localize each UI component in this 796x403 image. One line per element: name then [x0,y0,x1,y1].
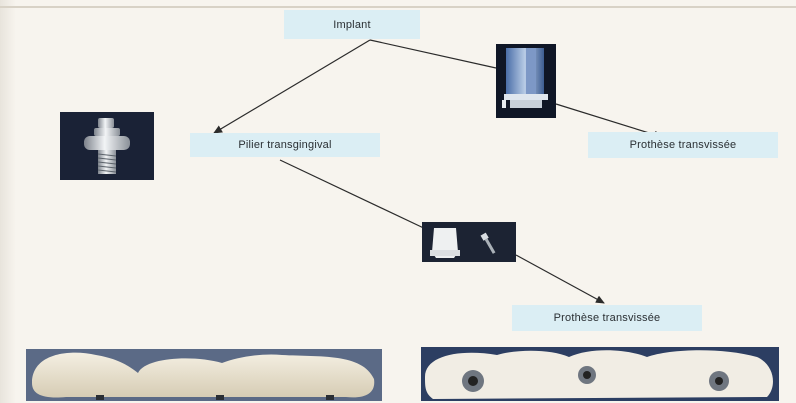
white-cap-photo [422,222,516,262]
node-implant: Implant [284,10,420,39]
node-pilier-label: Pilier transgingival [238,139,331,151]
arrow-implant-to-prothese [370,40,496,68]
arrow-implant-to-pilier [214,40,370,133]
arrow-pilier-to-cap [280,160,430,231]
bridge-occlusal-icon [421,347,779,401]
abutment-photo [60,112,154,180]
node-pilier-transgingival: Pilier transgingival [190,133,380,157]
implant-cutaway-photo [496,44,556,118]
white-cap-icon [422,222,516,262]
bridge-side-icon [26,349,382,401]
arrow-cap-to-prothese [516,255,604,303]
node-prothese-transvissee-top: Prothèse transvissée [588,132,778,158]
node-prothese-transvissee-bottom: Prothèse transvissée [512,305,702,331]
abutment-icon [60,112,154,180]
implant-cutaway-icon [496,44,556,118]
bridge-side-photo [26,349,382,401]
node-prothese-bottom-label: Prothèse transvissée [554,312,661,324]
bridge-occlusal-photo [421,347,779,401]
node-implant-label: Implant [333,19,370,31]
node-prothese-top-label: Prothèse transvissée [630,139,737,151]
